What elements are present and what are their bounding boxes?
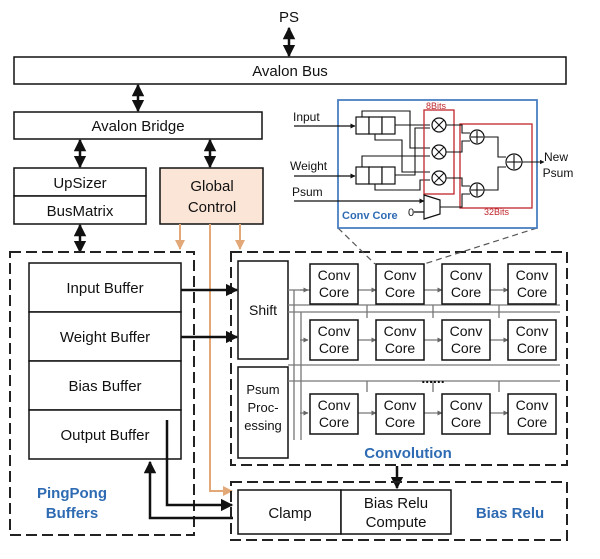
bias-buffer-label: Bias Buffer [68, 378, 141, 395]
inset-zero-label: 0 [408, 207, 414, 219]
svg-text:Core: Core [451, 284, 482, 300]
svg-text:Core: Core [319, 340, 350, 356]
bias-clamp-line [165, 420, 234, 512]
svg-text:Conv: Conv [318, 397, 351, 413]
global-control-box [159, 167, 264, 225]
avalon-bridge-label: Avalon Bridge [91, 118, 184, 135]
shift-label: Shift [249, 302, 277, 318]
svg-text:Core: Core [451, 414, 482, 430]
avalon-bridge-box [13, 111, 263, 140]
weight-buffer-label: Weight Buffer [60, 329, 150, 346]
inset-input-label: Input [293, 110, 320, 124]
input-buffer-label: Input Buffer [66, 280, 143, 297]
convolution-group [230, 251, 568, 466]
svg-text:Core: Core [385, 284, 416, 300]
bias-relu-compute-label-1: Bias Relu [364, 495, 428, 512]
svg-text:Conv: Conv [318, 323, 351, 339]
pingpong-label-1: PingPong [37, 485, 107, 502]
array-connections [288, 287, 560, 440]
upsizer-label: UpSizer [53, 175, 106, 192]
psum-processing-box [237, 366, 289, 459]
bias-relu-compute-box [340, 489, 452, 535]
zoom-lines [337, 227, 538, 265]
inset-conv-core-label: Conv Core [342, 210, 398, 222]
svg-text:Core: Core [517, 284, 548, 300]
upsizer-box [13, 167, 147, 197]
avalon-bus-label: Avalon Bus [252, 63, 328, 80]
output-buffer-box [28, 409, 182, 460]
svg-text:Core: Core [385, 414, 416, 430]
bias-relu-compute-label-2: Compute [366, 514, 427, 531]
svg-text:Conv: Conv [450, 397, 483, 413]
ps-label: PS [279, 9, 299, 26]
global-control-label-2: Control [188, 199, 236, 216]
psum-processing-label-3: essing [244, 418, 282, 433]
shift-box [237, 260, 289, 360]
bias-relu-group [230, 481, 568, 541]
svg-text:Core: Core [517, 340, 548, 356]
svg-text:Conv: Conv [450, 323, 483, 339]
input-buffer-box [28, 262, 182, 313]
control-lines [175, 224, 245, 496]
inset-psum-label: Psum [292, 185, 323, 199]
svg-text:Conv: Conv [516, 267, 549, 283]
clamp-box [237, 489, 342, 535]
convolution-label: Convolution [364, 445, 451, 462]
svg-text:Core: Core [517, 414, 548, 430]
inset-8bits-label: 8Bits [426, 101, 447, 111]
global-control-label-1: Global [190, 178, 233, 195]
inset-new-psum-label-1: New [544, 150, 568, 164]
psum-processing-label-2: Proc- [247, 400, 278, 415]
svg-text:Core: Core [451, 340, 482, 356]
svg-text:Conv: Conv [384, 397, 417, 413]
svg-text:Core: Core [319, 284, 350, 300]
pingpong-group [9, 251, 195, 536]
clamp-label: Clamp [268, 505, 311, 522]
inset-new-psum-label-2: Psum [543, 166, 574, 180]
bias-relu-group-label: Bias Relu [476, 505, 544, 522]
svg-text:Conv: Conv [384, 323, 417, 339]
svg-text:Conv: Conv [384, 267, 417, 283]
bias-buffer-box [28, 360, 182, 411]
svg-text:Conv: Conv [516, 397, 549, 413]
pingpong-label-2: Buffers [46, 505, 99, 522]
inset-32bits-label: 32Bits [484, 207, 510, 217]
array-ellipsis: ...... [421, 370, 444, 386]
psum-processing-label-1: Psum [246, 382, 279, 397]
inset-weight-label: Weight [290, 159, 328, 173]
clamp-output-line [143, 460, 233, 520]
avalon-bus-box [13, 56, 567, 85]
svg-text:Conv: Conv [516, 323, 549, 339]
output-buffer-label: Output Buffer [61, 427, 150, 444]
busmatrix-label: BusMatrix [47, 203, 114, 220]
conv-core-inset: Input Weight Psum 0 8Bits 32Bits Conv Co… [290, 99, 574, 229]
svg-text:Core: Core [319, 414, 350, 430]
svg-text:Conv: Conv [318, 267, 351, 283]
svg-text:Conv: Conv [450, 267, 483, 283]
svg-text:Core: Core [385, 340, 416, 356]
